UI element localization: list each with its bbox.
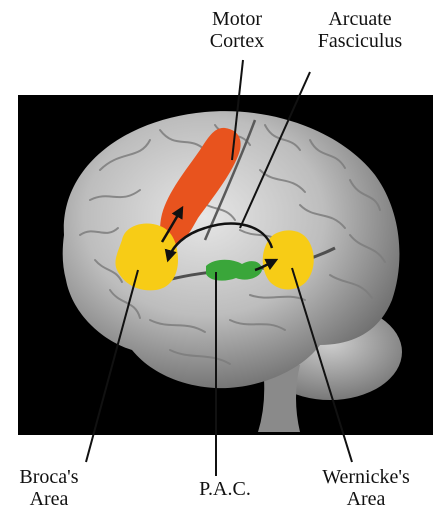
arcuate-fasciculus-label-line1: Arcuate xyxy=(300,8,420,30)
motor-cortex-label-line1: Motor xyxy=(192,8,282,30)
wernickes-area-label-line2: Area xyxy=(306,488,426,510)
brocas-area-label-line2: Area xyxy=(4,488,94,510)
wernickes-area-region xyxy=(263,230,314,289)
wernickes-area-label-line1: Wernicke's xyxy=(306,466,426,488)
motor-cortex-label-line2: Cortex xyxy=(192,30,282,52)
pac-region xyxy=(206,260,262,281)
pac-label-line1: P.A.C. xyxy=(180,478,270,500)
brocas-area-label-line1: Broca's xyxy=(4,466,94,488)
pac-label: P.A.C. xyxy=(180,478,270,500)
wernickes-area-label: Wernicke's Area xyxy=(306,466,426,510)
motor-cortex-label: Motor Cortex xyxy=(192,8,282,52)
arcuate-fasciculus-label: Arcuate Fasciculus xyxy=(300,8,420,52)
brocas-area-label: Broca's Area xyxy=(4,466,94,510)
arcuate-fasciculus-label-line2: Fasciculus xyxy=(300,30,420,52)
